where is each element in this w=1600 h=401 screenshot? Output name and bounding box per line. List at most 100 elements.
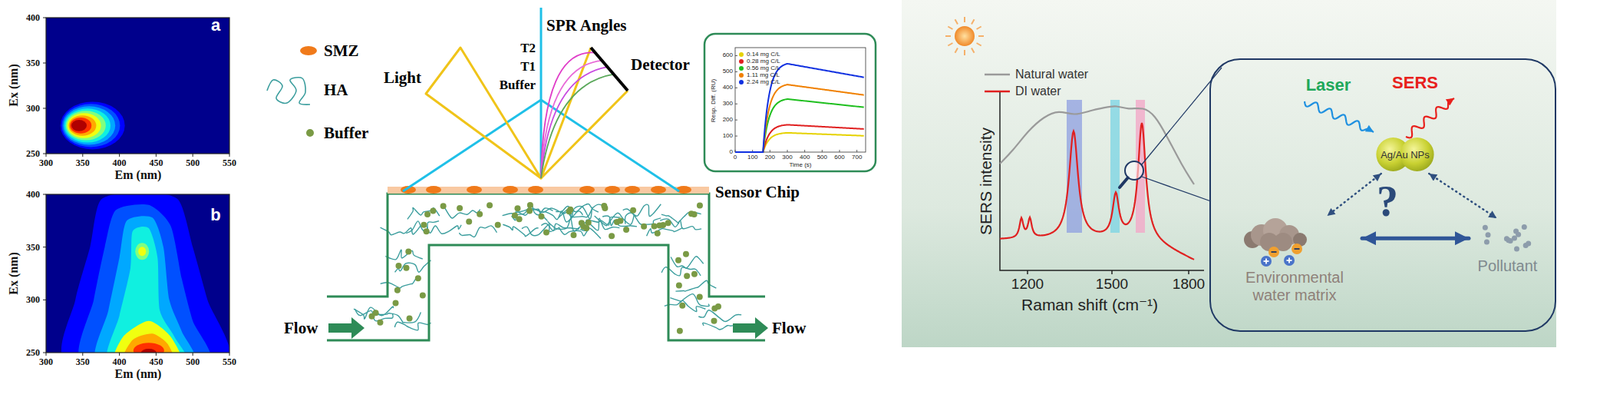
dotted-arrow	[1428, 173, 1497, 218]
flow-channel	[630, 207, 637, 214]
flow-channel	[566, 207, 573, 215]
tick-label: 400	[26, 13, 40, 23]
flow-channel	[395, 260, 432, 273]
optics	[541, 47, 628, 179]
molecule-dots	[1515, 231, 1521, 238]
axis-title: Em (nm)	[115, 168, 162, 182]
chart-text: 100	[722, 132, 733, 139]
spr-illustration	[624, 185, 640, 194]
spr-illustration	[527, 185, 544, 194]
beam-label: SERS	[1392, 74, 1439, 92]
flow-channel	[675, 257, 682, 264]
eem-plot	[118, 352, 120, 356]
sun-icon	[963, 16, 966, 23]
spr-illustration	[579, 185, 595, 194]
contour-map	[46, 194, 230, 353]
tick-label: 1200	[1011, 276, 1044, 291]
contour-map	[61, 103, 120, 147]
sers-illustration	[901, 0, 1557, 347]
sers-illustration	[901, 0, 1557, 347]
legend-text: 2.24 mg C/L	[746, 79, 781, 86]
flow-channel	[458, 225, 497, 238]
axis-title: Raman shift (cm⁻¹)	[1021, 296, 1158, 313]
flow-channel	[429, 207, 436, 215]
tick-label: 400	[112, 158, 127, 168]
tick-label: 350	[75, 356, 90, 367]
tick-label: 300	[39, 158, 53, 168]
flow-channel	[377, 312, 422, 324]
eem-plot	[155, 153, 157, 157]
tick-label: 350	[26, 58, 40, 68]
flow-channel	[646, 227, 683, 236]
legend-text: 0.14 mg C/L	[746, 51, 781, 58]
tick-label: 450	[148, 158, 163, 168]
sun-icon	[955, 48, 959, 53]
optics	[541, 66, 608, 179]
flow-channel	[514, 204, 521, 212]
nanoparticle-circle: Ag/Au NPs	[1375, 137, 1436, 172]
sensorgram-inset	[839, 149, 841, 152]
sers-illustration	[1141, 176, 1211, 202]
angle-label: T2	[520, 41, 536, 55]
flow-channel	[696, 202, 703, 209]
flow-channel	[682, 250, 690, 258]
sers-illustration	[1187, 270, 1190, 274]
sensorgram-inset	[787, 149, 789, 152]
molecule-dots	[1485, 231, 1492, 238]
flow-channel	[651, 223, 658, 230]
molecule-dots	[1521, 224, 1528, 230]
contour-map	[65, 110, 106, 140]
flow-channel	[502, 224, 538, 236]
flow-channel	[403, 264, 410, 271]
panel-letter: b	[210, 206, 221, 224]
sensorgram-inset	[804, 149, 805, 152]
legend-text: 0.56 mg C/L	[746, 65, 781, 72]
buffer-sample	[306, 128, 314, 137]
flow-channel	[543, 228, 550, 235]
ha-sample	[267, 77, 311, 105]
node-text: Pollutant	[1471, 257, 1544, 275]
eem-plot	[42, 299, 47, 301]
tick-label: 250	[26, 148, 40, 159]
flow-channel	[369, 313, 376, 320]
cloud-icon	[1229, 217, 1360, 268]
sensorgram-inset	[704, 33, 876, 172]
legend-swatch	[738, 72, 744, 78]
cloud-icon	[1294, 247, 1300, 250]
contour-map	[94, 215, 196, 353]
legend-text: Natural water	[1015, 68, 1089, 81]
contour-map	[78, 204, 212, 353]
flow-channel	[326, 244, 766, 340]
tick-label: 400	[112, 356, 127, 367]
flow-channel	[659, 218, 702, 230]
legend-text: Buffer	[323, 125, 369, 142]
flow-channel	[585, 219, 592, 226]
flow-channel	[623, 204, 662, 217]
flow-channel	[395, 262, 403, 269]
contour-map	[113, 320, 182, 353]
flow-channel	[732, 316, 769, 339]
spr-illustration	[502, 185, 518, 194]
flow-channel	[355, 308, 393, 321]
flow-channel	[426, 224, 462, 235]
sers-illustration	[1304, 101, 1374, 132]
sensorgram-inset	[735, 124, 865, 152]
legend-text: 0.28 mg C/L	[746, 58, 781, 65]
eem-plot	[46, 153, 47, 157]
ha-sample	[267, 77, 311, 105]
sers-illustration	[1026, 270, 1029, 274]
sun-icon	[976, 26, 982, 30]
eem-plot	[42, 17, 230, 157]
chart-text: 600	[834, 154, 845, 161]
flow-channel	[521, 224, 560, 236]
contour-map	[46, 17, 230, 154]
question-mark: ?	[1376, 179, 1399, 223]
tick-label: 350	[26, 242, 40, 252]
flow-channel	[676, 281, 683, 288]
cloud-icon	[1265, 258, 1267, 264]
eem-plot	[192, 153, 194, 157]
contour-map	[133, 342, 165, 353]
flow-channel	[608, 232, 615, 239]
